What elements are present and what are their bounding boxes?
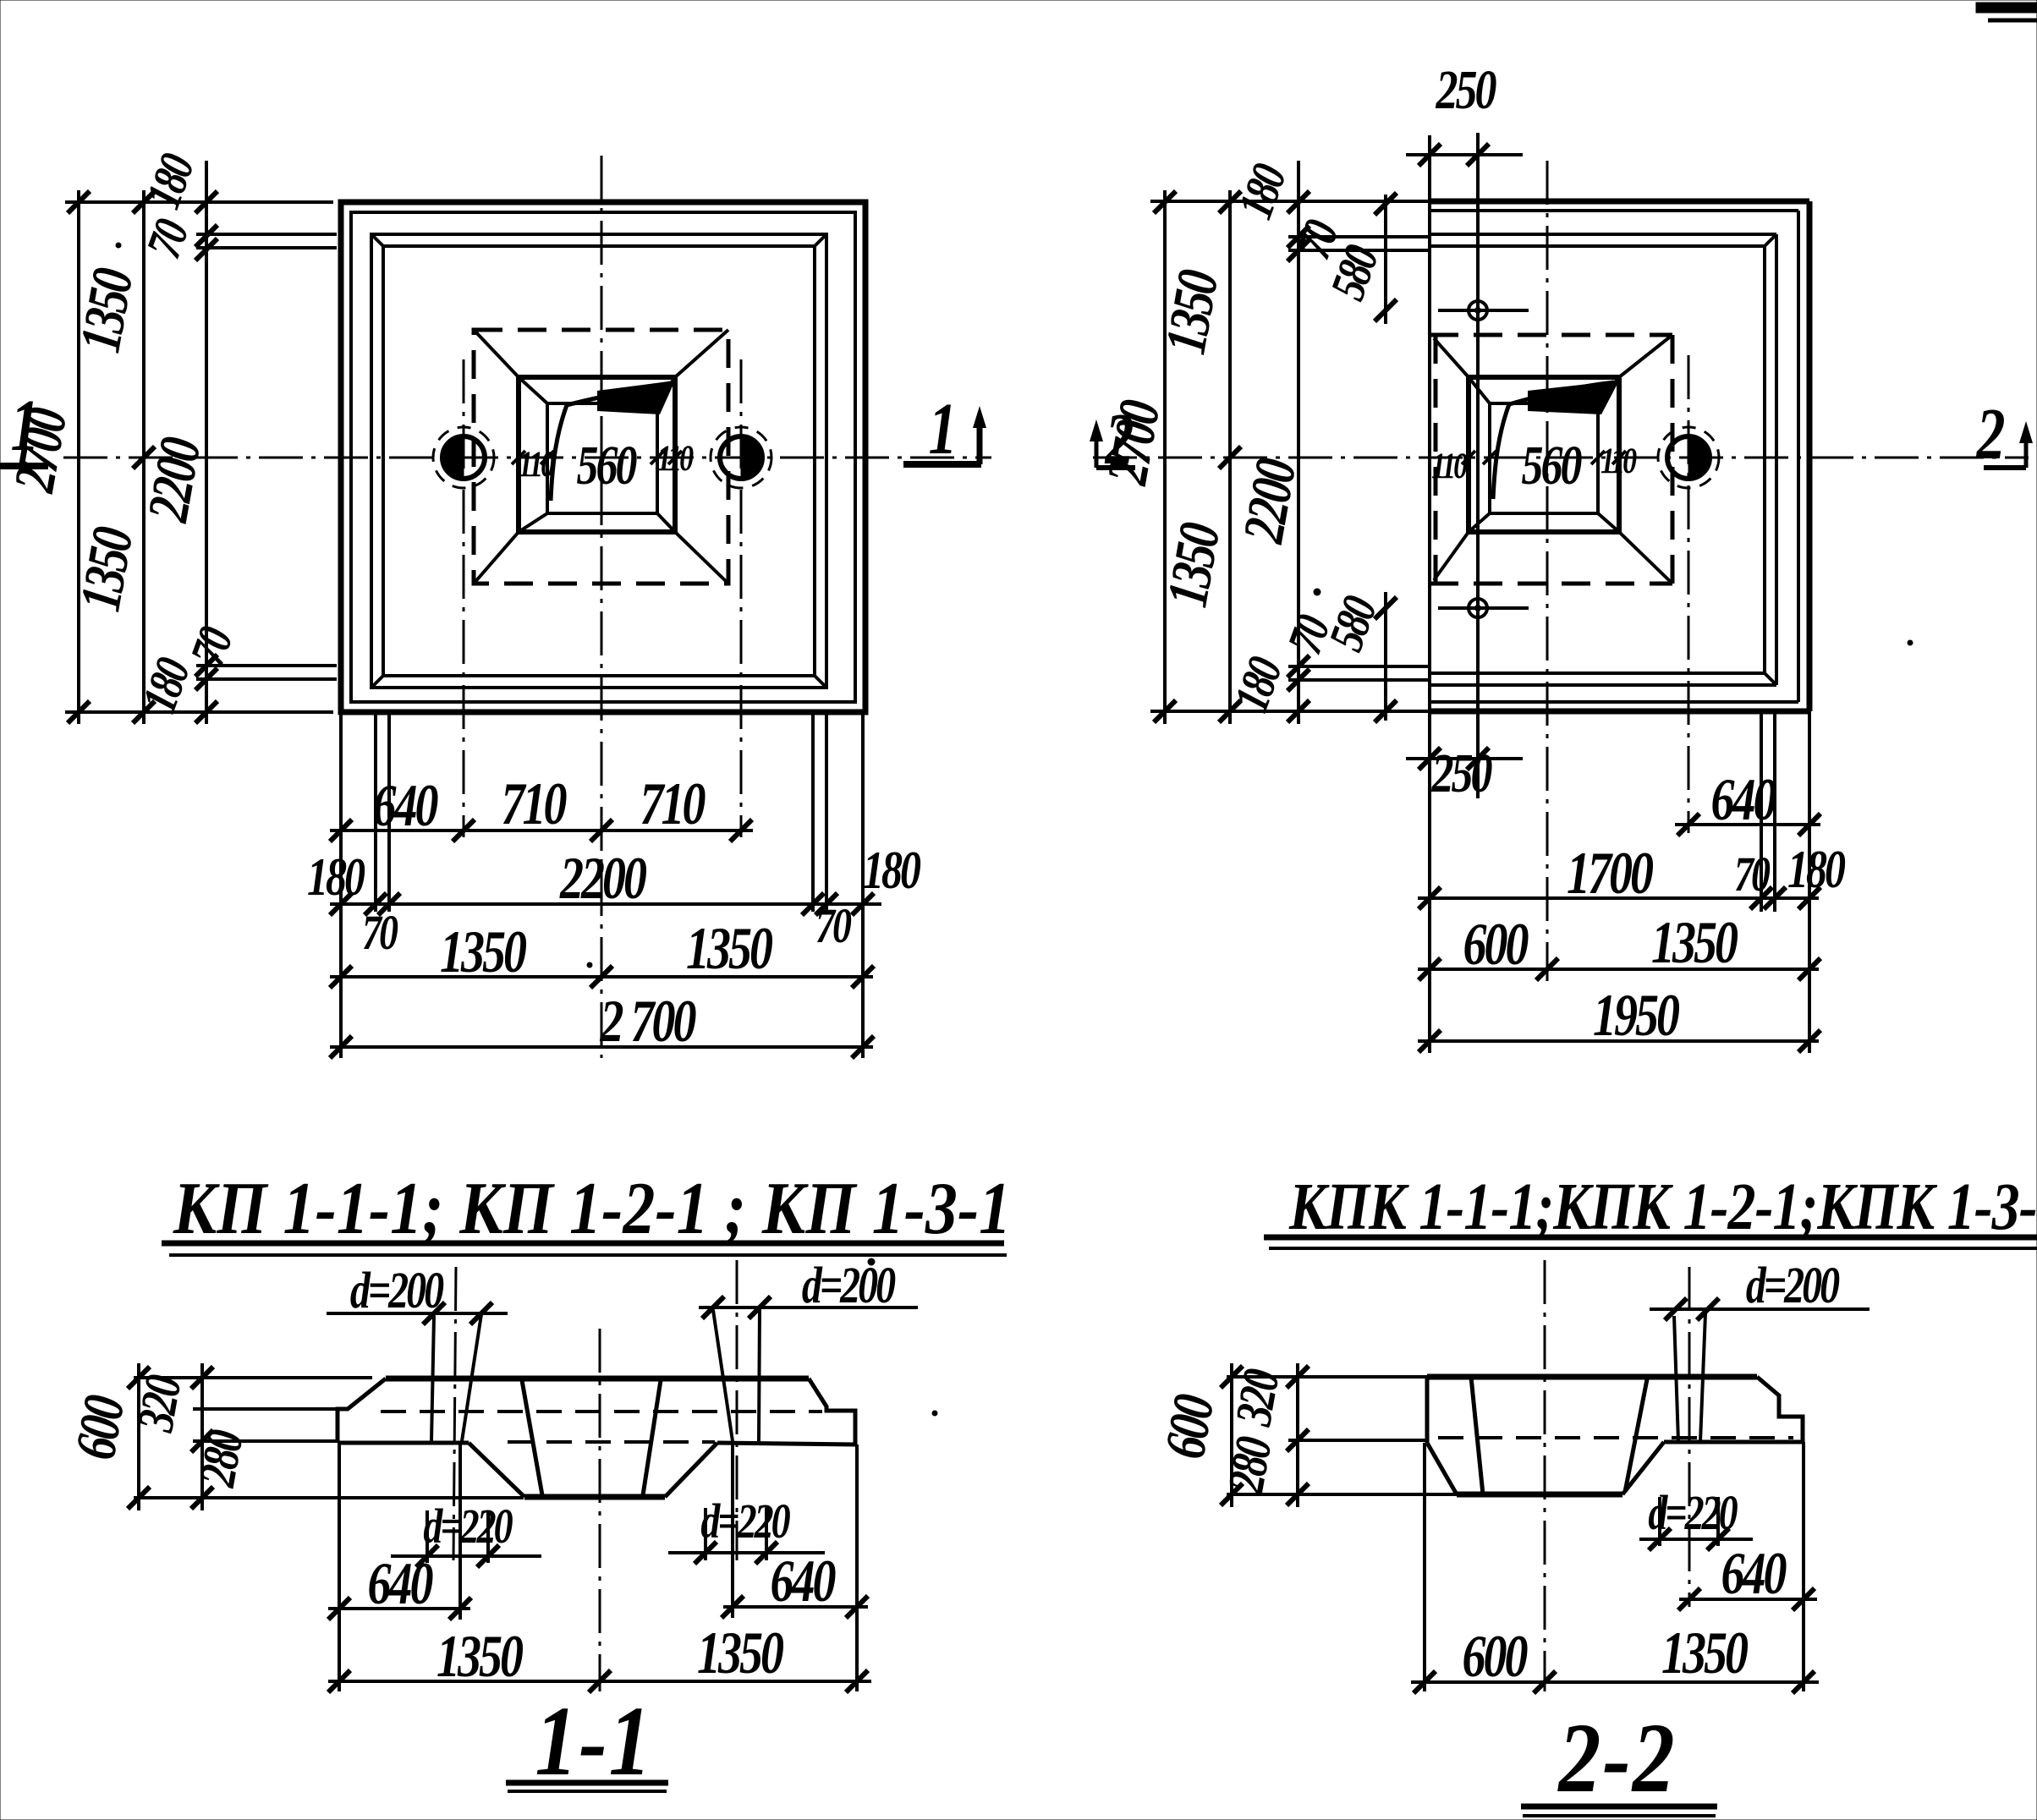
- svg-text:2200: 2200: [1231, 454, 1309, 548]
- svg-text:70: 70: [362, 906, 398, 960]
- svg-text:1350: 1350: [1651, 909, 1738, 976]
- svg-text:640: 640: [771, 1548, 836, 1614]
- svg-text:560: 560: [577, 434, 637, 496]
- svg-text:2200: 2200: [559, 845, 646, 912]
- svg-text:КПК 1-1-1;КПК 1-2-1;КПК 1-3-1: КПК 1-1-1;КПК 1-2-1;КПК 1-3-1: [1288, 1169, 2037, 1243]
- svg-text:2-2: 2-2: [1557, 1702, 1677, 1813]
- svg-text:110: 110: [1431, 446, 1468, 486]
- svg-text:1: 1: [10, 385, 36, 466]
- svg-text:710: 710: [640, 770, 706, 837]
- svg-text:640: 640: [1711, 766, 1776, 833]
- svg-text:250: 250: [1436, 58, 1496, 120]
- svg-text:d=220: d=220: [423, 1499, 513, 1554]
- svg-text:280: 280: [1216, 1433, 1282, 1498]
- svg-text:1350: 1350: [686, 915, 772, 982]
- svg-text:1350: 1350: [1661, 1620, 1748, 1686]
- svg-text:640: 640: [373, 772, 438, 839]
- svg-text:2: 2: [1105, 398, 1134, 480]
- svg-text:d=200: d=200: [1746, 1257, 1840, 1314]
- svg-text:1350: 1350: [436, 1623, 523, 1690]
- svg-text:280: 280: [188, 1426, 254, 1491]
- svg-text:1350: 1350: [69, 264, 146, 357]
- svg-text:1350: 1350: [440, 918, 526, 985]
- svg-text:110: 110: [1600, 441, 1637, 481]
- svg-text:1350: 1350: [1156, 518, 1233, 611]
- svg-text:600: 600: [1153, 1390, 1227, 1463]
- svg-text:d=200: d=200: [802, 1257, 896, 1314]
- svg-text:2 700: 2 700: [600, 988, 696, 1055]
- svg-text:1-1: 1-1: [535, 1686, 652, 1796]
- svg-text:2700: 2700: [1095, 396, 1172, 490]
- svg-text:КП 1-1-1; КП 1-2-1 ; КП 1-3-1: КП 1-1-1; КП 1-2-1 ; КП 1-3-1: [173, 1167, 1011, 1249]
- svg-text:1350: 1350: [69, 523, 146, 616]
- svg-text:d=220: d=220: [700, 1494, 790, 1549]
- svg-text:180: 180: [1787, 840, 1845, 899]
- svg-text:180: 180: [863, 841, 920, 900]
- svg-text:2200: 2200: [135, 433, 213, 527]
- svg-text:600: 600: [1463, 1623, 1528, 1690]
- svg-text:640: 640: [1721, 1540, 1787, 1607]
- svg-text:1: 1: [928, 388, 954, 469]
- svg-text:320: 320: [1224, 1365, 1290, 1430]
- svg-text:70: 70: [1734, 847, 1771, 902]
- svg-text:1350: 1350: [1154, 266, 1231, 359]
- svg-text:2700: 2700: [2, 403, 80, 497]
- svg-text:2: 2: [1976, 393, 2005, 474]
- svg-text:110: 110: [657, 438, 694, 479]
- svg-text:180: 180: [307, 847, 365, 907]
- svg-text:600: 600: [63, 1391, 137, 1464]
- svg-text:70: 70: [815, 899, 852, 953]
- svg-text:640: 640: [368, 1550, 433, 1617]
- svg-text:1950: 1950: [1593, 982, 1679, 1049]
- svg-text:320: 320: [126, 1371, 192, 1436]
- svg-text:600: 600: [1463, 911, 1529, 978]
- svg-text:1700: 1700: [1567, 840, 1653, 907]
- svg-text:d=220: d=220: [1648, 1486, 1738, 1540]
- svg-text:250: 250: [1431, 742, 1492, 803]
- svg-text:710: 710: [502, 770, 567, 837]
- svg-text:d=200: d=200: [350, 1262, 444, 1319]
- svg-text:1350: 1350: [697, 1620, 783, 1686]
- svg-text:560: 560: [1522, 434, 1582, 496]
